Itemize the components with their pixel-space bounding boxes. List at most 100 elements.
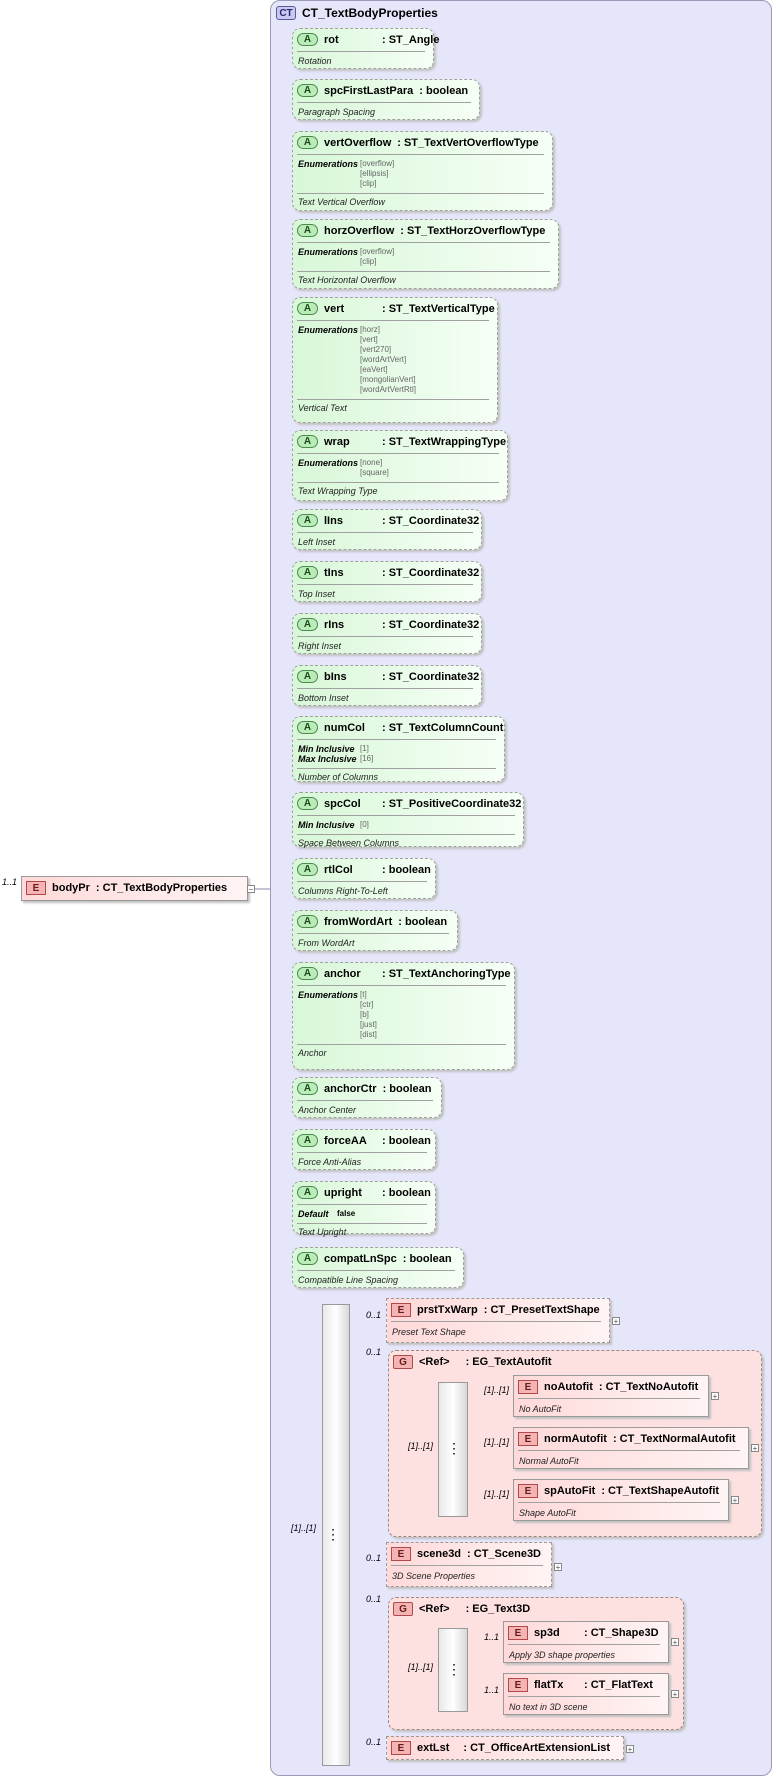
element-type: : CT_TextNormalAutofit: [612, 1433, 736, 1445]
element-name: scene3d: [417, 1548, 462, 1560]
expand-noAutofit[interactable]: +: [711, 1392, 719, 1401]
separator: [297, 768, 496, 769]
attribute-doc: Force Anti-Alias: [298, 1157, 362, 1167]
expand-sp3d[interactable]: +: [671, 1638, 679, 1647]
element-badge: E: [518, 1484, 538, 1498]
element-spAutoFit[interactable]: E spAutoFit : CT_TextShapeAutofit Shape …: [513, 1479, 729, 1521]
attribute-badge: A: [297, 514, 318, 527]
expand-spAutoFit[interactable]: +: [731, 1496, 739, 1505]
group-name: <Ref>: [419, 1356, 450, 1368]
autofit-choice-cardinality: [1]..[1]: [408, 1441, 434, 1451]
group-type: : EG_Text3D: [465, 1603, 531, 1615]
attribute-type: : ST_TextWrappingType: [382, 435, 507, 448]
attribute-doc: Number of Columns: [298, 772, 379, 782]
separator: [297, 102, 471, 103]
enumeration-value: [horz]: [360, 325, 381, 334]
attribute-doc: From WordArt: [298, 938, 355, 948]
facet-label: Enumerations: [298, 990, 359, 1000]
element-normAutofit[interactable]: E normAutofit : CT_TextNormalAutofit Nor…: [513, 1427, 749, 1469]
element-doc: 3D Scene Properties: [392, 1571, 476, 1581]
extLst-cardinality: 0..1: [366, 1737, 382, 1747]
enumeration-value: [ctr]: [360, 1000, 374, 1009]
attribute-badge: A: [297, 797, 318, 810]
expand-extLst[interactable]: +: [626, 1745, 634, 1754]
element-doc: No text in 3D scene: [509, 1702, 588, 1712]
enumeration-value: [clip]: [360, 179, 377, 188]
expand-prstTxWarp[interactable]: +: [612, 1317, 620, 1326]
attribute-doc: Compatible Line Spacing: [298, 1275, 399, 1285]
element-noAutofit[interactable]: E noAutofit : CT_TextNoAutofit No AutoFi…: [513, 1375, 709, 1417]
root-element-bodyPr[interactable]: E bodyPr : CT_TextBodyProperties: [21, 876, 248, 901]
complex-type-badge: CT: [276, 6, 296, 20]
attribute-name: numCol: [324, 721, 365, 734]
enumeration-value: [vert270]: [360, 345, 392, 354]
attribute-badge: A: [297, 302, 318, 315]
enumeration-value: [eaVert]: [360, 365, 388, 374]
element-type: : CT_OfficeArtExtensionList: [463, 1742, 611, 1754]
attribute-name: spcCol: [324, 797, 361, 810]
attribute-type: : ST_PositiveCoordinate32: [382, 797, 522, 810]
separator: [518, 1502, 720, 1503]
facet-value: [1]: [360, 744, 369, 753]
facet-value: [16]: [360, 754, 374, 763]
sequence-compositor[interactable]: [322, 1304, 350, 1766]
attribute-doc: Columns Right-To-Left: [298, 886, 388, 896]
choice-compositor-text3d[interactable]: [438, 1628, 468, 1712]
choice-compositor-autofit[interactable]: [438, 1382, 468, 1517]
element-badge: E: [518, 1432, 538, 1446]
element-flatTx[interactable]: E flatTx : CT_FlatText No text in 3D sce…: [503, 1673, 669, 1715]
element-prstTxWarp[interactable]: E prstTxWarp : CT_PresetTextShape Preset…: [386, 1298, 610, 1343]
expand-normAutofit[interactable]: +: [751, 1444, 759, 1453]
separator: [391, 1565, 543, 1566]
attribute-type: : ST_TextColumnCount: [382, 721, 504, 734]
attribute-badge: A: [297, 435, 318, 448]
element-name: spAutoFit: [544, 1485, 596, 1497]
separator: [297, 933, 449, 934]
facet-value: [0]: [360, 820, 369, 829]
element-sp3d[interactable]: E sp3d : CT_Shape3D Apply 3D shape prope…: [503, 1621, 669, 1663]
facet-label: Max Inclusive: [298, 754, 357, 764]
collapse-toggle[interactable]: −: [247, 885, 255, 894]
element-scene3d[interactable]: E scene3d : CT_Scene3D 3D Scene Properti…: [386, 1542, 552, 1587]
enumeration-value: [wordArtVertRtl]: [360, 385, 417, 394]
attribute-badge: A: [297, 136, 318, 149]
attribute-doc: Text Upright: [298, 1227, 347, 1237]
element-extLst[interactable]: E extLst : CT_OfficeArtExtensionList: [386, 1736, 624, 1760]
normAutofit-cardinality: [1]..[1]: [484, 1437, 510, 1447]
attribute-type: : ST_TextVertOverflowType: [397, 136, 539, 149]
expand-flatTx[interactable]: +: [671, 1690, 679, 1699]
element-type: : CT_FlatText: [584, 1679, 653, 1691]
element-type: : CT_PresetTextShape: [483, 1304, 600, 1316]
complex-type-header: CT CT_TextBodyProperties: [276, 6, 438, 20]
attribute-doc: Top Inset: [298, 589, 335, 599]
attribute-name: rtlCol: [324, 863, 353, 876]
expand-scene3d[interactable]: +: [554, 1563, 562, 1572]
root-cardinality: 1..1: [2, 877, 18, 887]
attribute-name: vertOverflow: [324, 136, 392, 149]
